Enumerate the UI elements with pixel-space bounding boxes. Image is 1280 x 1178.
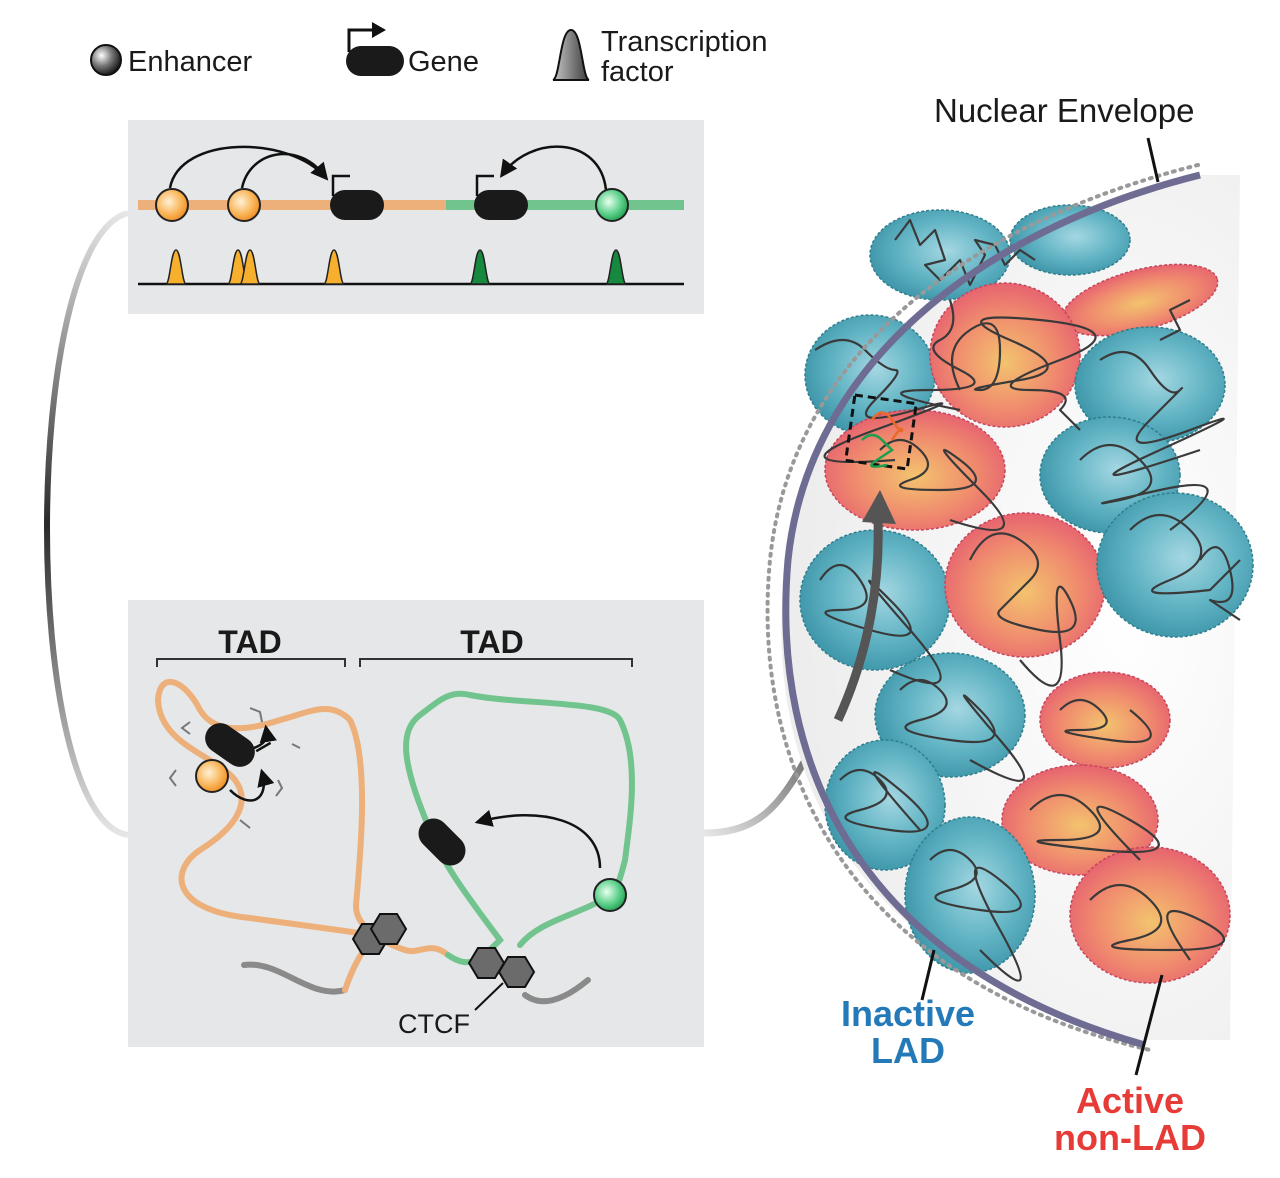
tf-peak-green-2 [605,249,627,285]
tf-peak-orange-4 [323,249,345,285]
loop-arrow-2 [229,768,275,802]
grey-chromatin-right [522,977,591,1005]
enhancer-gene-contact-box [168,707,301,829]
ctcf-pointer [474,982,504,1011]
nuclear-envelope-pointer [1146,137,1160,183]
inactive-lad-territory [874,652,1026,778]
orange-tad-chromatin [154,678,451,993]
active-nonlad-territory [1039,671,1171,769]
tf-peak-orange-3 [239,249,261,285]
gene-3d-green [418,818,466,866]
tad-panel: TAD TAD [128,600,704,1047]
chromatin-fibers [814,218,1241,982]
legend: Enhancer Gene Transcription factor [90,22,768,88]
inactive-lad-label-line2: LAD [871,1030,945,1071]
gene-2 [474,174,528,220]
legend-tf-label-line1: Transcription [601,26,768,58]
inactive-lad-territory [1074,326,1226,444]
inactive-lad-pointer [920,949,936,1001]
enhancer-green-1 [595,188,629,222]
ctcf-label: CTCF [398,1009,470,1039]
legend-gene-label: Gene [408,46,479,78]
active-nonlad-label-line2: non-LAD [1054,1117,1206,1158]
nuclear-envelope-label: Nuclear Envelope [934,92,1195,129]
tad-label-left: TAD [218,624,281,660]
tf-peak-green-1 [469,249,491,285]
legend-tf-label-line2: factor [601,56,674,88]
interaction-arrow-3 [499,145,608,191]
gene-3d-orange [205,723,272,767]
enhancer-legend-icon [90,44,122,76]
nuclear-lamina-dotted [765,163,1200,1052]
highlight-green-fiber [861,433,894,468]
active-nonlad-territory [1001,764,1159,876]
tad-bracket-left [156,658,346,667]
enhancer-3d-orange [195,759,229,793]
enhancer-orange-1 [155,188,189,222]
gene-legend-icon [346,22,404,76]
active-nonlad-territory [1069,846,1231,984]
loop-arrow-3 [474,809,602,869]
tad-label-right: TAD [460,624,523,660]
active-nonlad-pointer [1134,974,1164,1076]
ctcf-pair-2 [467,947,536,988]
enhancer-orange-2 [227,188,261,222]
active-nonlad-label-line1: Active [1076,1080,1184,1121]
connector-left [44,210,129,838]
zoom-arrowhead [862,490,896,524]
interaction-arrow-2 [240,152,328,189]
interaction-arrow-1 [168,145,329,189]
enhancer-3d-green [593,878,627,912]
inactive-lad-label-line1: Inactive [841,993,975,1034]
highlight-orange-fiber [870,411,904,441]
nucleus: Nuclear Envelope Inactive LAD Active non… [765,92,1254,1158]
active-nonlad-territory [824,409,1006,531]
ctcf-pair-1 [351,913,408,955]
tad-bracket-right [359,658,633,667]
gene-1 [330,174,384,220]
legend-enhancer-label: Enhancer [128,46,252,78]
zoom-arrow [833,519,883,722]
nuclear-envelope [782,171,1201,1049]
highlight-box [844,393,918,471]
grey-chromatin-left [241,961,348,995]
linear-genome-panel [128,120,704,314]
transcription-factor-legend-icon [552,28,590,81]
tf-peak-orange-1 [165,249,187,285]
